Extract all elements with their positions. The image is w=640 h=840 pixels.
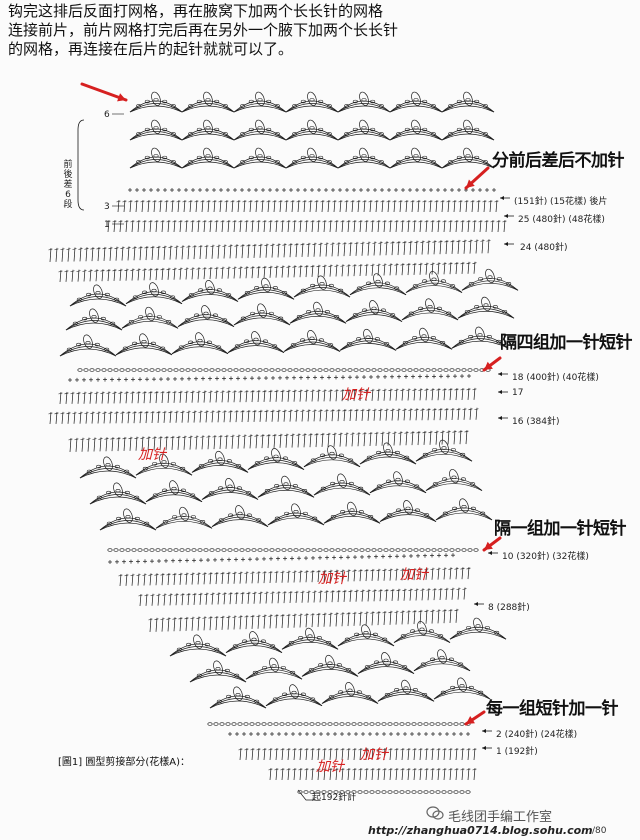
page-number: /80	[592, 826, 607, 836]
annotation-no-increase: 分前后差后不加针	[492, 151, 625, 171]
red-increase-label: 加针	[400, 567, 428, 583]
row-label-18: 18 (400針) (40花樣)	[512, 373, 599, 383]
row-label-back: (151針) (15花樣) 後片	[514, 197, 608, 207]
header-line-3: 的网格，再连接在后片的起针就就可以了。	[8, 40, 294, 58]
row-label-16: 16 (384針)	[512, 417, 560, 427]
header-instructions: 钩完这排后反面打网格，再在腋窝下加两个长长针的网格 连接前片，前片网格打完后再在…	[8, 2, 628, 59]
wechat-icon	[426, 806, 444, 820]
starting-chain-note: 起192針計	[312, 793, 357, 803]
red-increase-label: 加针	[318, 571, 346, 587]
row-label-8: 8 (288針)	[488, 603, 530, 613]
annotation-every-one-group: 隔一组加一针短针	[494, 519, 627, 539]
annotation-every-four-groups: 隔四组加一针短针	[500, 333, 633, 353]
left-row-number: 1	[104, 220, 110, 230]
side-note-front-back-diff: 前後差6段	[63, 160, 73, 210]
row-label-2: 2 (240針) (24花樣)	[496, 730, 578, 740]
red-increase-label: 加针	[360, 747, 388, 763]
watermark-text: 毛线团手编工作室	[448, 810, 553, 825]
header-line-2: 连接前片，前片网格打完后再在另外一个腋下加两个长长针	[8, 21, 399, 39]
red-increase-label: 加针	[138, 447, 166, 463]
annotation-each-group: 每一组短针加一针	[486, 699, 619, 719]
row-label-17: 17	[512, 388, 524, 398]
row-label-10: 10 (320針) (32花樣)	[502, 552, 589, 562]
left-row-number: 6	[104, 110, 110, 120]
left-row-number: 3	[104, 202, 110, 212]
row-label-25: 25 (480針) (48花樣)	[518, 215, 605, 225]
row-label-24: 24 (480針)	[520, 243, 568, 253]
red-increase-label: 加针	[342, 387, 370, 403]
header-line-1: 钩完这排后反面打网格，再在腋窝下加两个长长针的网格	[8, 2, 384, 20]
row-label-1: 1 (192針)	[496, 747, 538, 757]
red-increase-label: 加针	[316, 759, 344, 775]
source-url: http://zhanghua0714.blog.sohu.com	[368, 824, 593, 837]
figure-caption: [圖1] 圓型剪接部分(花樣A)：	[58, 757, 190, 768]
